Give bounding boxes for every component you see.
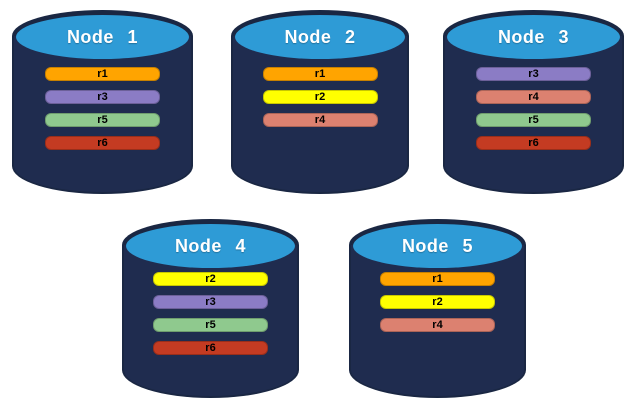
replica-label: r5	[97, 114, 108, 126]
replica-label: r5	[528, 114, 539, 126]
node-title: Node 4	[174, 235, 247, 256]
replica-label: r6	[528, 137, 539, 149]
replica-label: r3	[528, 68, 539, 80]
node-title: Node 2	[284, 26, 356, 47]
replica-bar: r4	[476, 90, 591, 104]
cylinder-top-ellipse: Node 1	[16, 15, 189, 59]
node-cylinder-1: Node 1 r1 r3 r5 r6	[12, 10, 193, 194]
replica-bar: r6	[45, 136, 160, 150]
replica-bar: r6	[153, 341, 268, 355]
node-title: Node 1	[66, 26, 139, 47]
cylinder-top-ellipse: Node 4	[126, 224, 295, 268]
replica-label: r3	[205, 296, 216, 308]
replica-bar: r4	[262, 113, 378, 127]
replica-list: r3 r4 r5 r6	[443, 67, 624, 159]
node-cylinder-5: Node 5 r1 r2 r4	[349, 219, 526, 398]
replica-label: r1	[314, 68, 326, 80]
replica-label: r3	[97, 91, 108, 103]
replica-bar: r6	[476, 136, 591, 150]
cylinder-top-ellipse: Node 2	[235, 15, 405, 59]
replica-label: r1	[432, 273, 443, 285]
replica-bar: r5	[45, 113, 160, 127]
replica-label: r2	[205, 273, 216, 285]
replica-label: r2	[432, 296, 443, 308]
replica-list: r1 r2 r4	[349, 272, 526, 341]
replica-bar: r1	[262, 67, 378, 81]
replica-label: r4	[528, 91, 539, 103]
replica-bar: r1	[45, 67, 160, 81]
node-cylinder-4: Node 4 r2 r3 r5 r6	[122, 219, 299, 398]
node-title: Node 3	[497, 26, 570, 47]
replica-label: r6	[205, 342, 216, 354]
replica-bar: r2	[153, 272, 268, 286]
replica-label: r2	[314, 91, 326, 103]
replica-bar: r5	[476, 113, 591, 127]
replica-bar: r3	[153, 295, 268, 309]
replica-label: r5	[205, 319, 216, 331]
replica-bar: r3	[476, 67, 591, 81]
node-cylinder-2: Node 2 r1 r2 r4	[231, 10, 409, 194]
replica-bar: r4	[380, 318, 495, 332]
replica-list: r2 r3 r5 r6	[122, 272, 299, 364]
replica-label: r1	[97, 68, 108, 80]
replica-bar: r2	[262, 90, 378, 104]
cylinder-top-ellipse: Node 5	[353, 224, 522, 268]
replica-bar: r2	[380, 295, 495, 309]
node-title: Node 5	[401, 235, 474, 256]
cylinder-top-ellipse: Node 3	[447, 15, 620, 59]
replica-list: r1 r2 r4	[231, 67, 409, 136]
replica-label: r4	[314, 114, 326, 126]
replica-label: r4	[432, 319, 443, 331]
replica-list: r1 r3 r5 r6	[12, 67, 193, 159]
replica-bar: r5	[153, 318, 268, 332]
node-cylinder-3: Node 3 r3 r4 r5 r6	[443, 10, 624, 194]
replica-bar: r1	[380, 272, 495, 286]
replica-bar: r3	[45, 90, 160, 104]
replica-label: r6	[97, 137, 108, 149]
